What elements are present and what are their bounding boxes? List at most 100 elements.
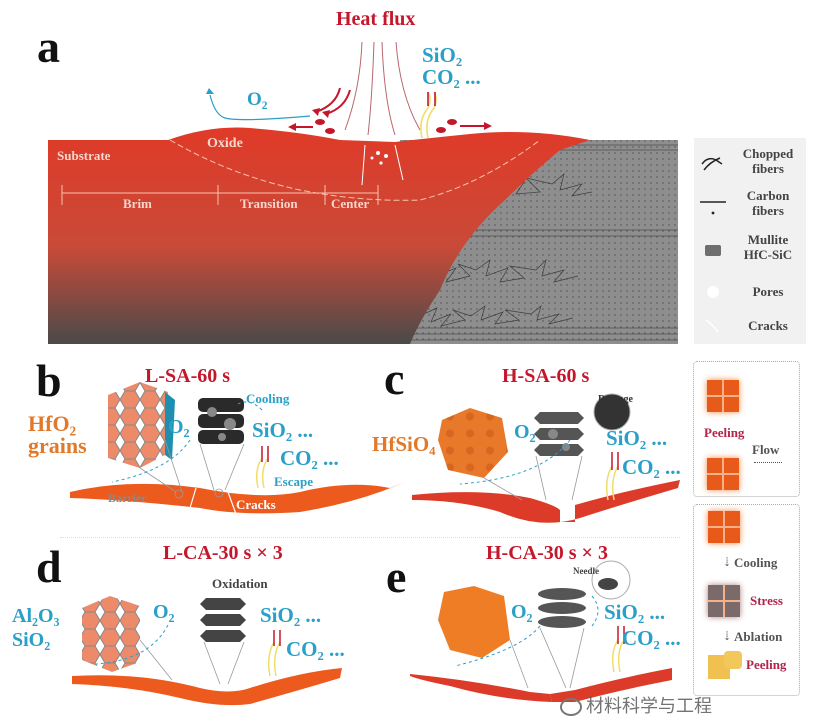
flow-arrow-icon <box>754 462 782 463</box>
damage-inset <box>593 393 631 431</box>
legend-item-cracks: Cracks <box>694 306 806 346</box>
legend-label: Carbon <box>746 188 790 203</box>
down-arrow-icon: ⇣ <box>722 629 733 643</box>
peeling-label-bottom: Peeling <box>746 657 787 672</box>
substrate-label: Substrate <box>57 148 111 163</box>
hot-tile-icon <box>708 511 740 543</box>
peeled-fragment-icon <box>724 651 742 669</box>
oxidation-label: Oxidation <box>212 576 268 591</box>
panel-letter-d: d <box>36 541 62 592</box>
o2-label-e: O₂ <box>511 601 533 623</box>
down-arrow-icon: ⇣ <box>722 555 733 569</box>
ablation-label: Ablation <box>734 629 783 644</box>
peeling-label-top: Peeling <box>704 425 745 440</box>
hfo2-grain-cluster <box>108 382 168 468</box>
o2-label-d: O₂ <box>153 601 175 623</box>
zone-center-label: Center <box>331 196 370 211</box>
sio2-label-e: SiO₂ ... <box>604 600 666 624</box>
panel-c-drawing <box>412 393 680 523</box>
sio2-grain-label: SiO₂ <box>12 629 51 651</box>
panel-letter-b: b <box>36 355 62 406</box>
panel-b-title: L-SA-60 s <box>145 365 231 387</box>
needle-label: Needle <box>573 566 599 576</box>
co2-label-d: CO₂ ... <box>286 637 345 661</box>
oxide-boundary <box>169 139 541 201</box>
panel-e-title: H-CA-30 s × 3 <box>486 542 608 564</box>
stressed-tile-icon <box>708 585 740 617</box>
o2-label-b: O₂ <box>168 416 190 438</box>
mullite-swatch-icon <box>705 245 721 256</box>
gas-escape-arrows <box>420 91 437 139</box>
oxide-layer-c <box>412 480 680 523</box>
pore-icon <box>707 286 719 298</box>
al2o3-grain-cluster <box>82 596 140 672</box>
al2o3-sio2-label: Al₂O₃ SiO₂ <box>12 604 60 652</box>
hfo2-label: HfO₂ <box>28 411 77 436</box>
zone-dimension-line <box>61 185 379 205</box>
oxide-label: Oxide <box>207 136 243 151</box>
grains-label: grains <box>28 433 87 458</box>
stress-label: Stress <box>750 593 783 608</box>
legend-label: fibers <box>752 203 784 218</box>
co2-label-c: CO₂ ... <box>622 455 681 479</box>
panel-letter-c: c <box>384 353 405 404</box>
center-cracks <box>361 144 404 186</box>
panel-b-drawing <box>70 382 405 515</box>
gas-products-label: SiO₂ CO₂ ... <box>422 44 481 88</box>
crack-icon <box>705 319 719 333</box>
watermark-text: 材料科学与工程 <box>586 696 712 717</box>
peeling-tile-icon <box>707 458 739 490</box>
panel-e-drawing <box>410 560 672 702</box>
zone-transition-label: Transition <box>240 196 298 211</box>
center-pores <box>370 151 388 165</box>
oxide-layer-b <box>70 482 405 514</box>
mullite-layer-stack-c <box>534 412 584 456</box>
divider <box>60 537 680 538</box>
watermark: 材料科学与工程 <box>560 697 712 717</box>
sio2-label: SiO₂ <box>422 43 463 67</box>
co2-label-e: CO₂ ... <box>622 626 681 650</box>
barrier-label-b: Barrier <box>108 491 147 505</box>
intact-tile-icon <box>707 380 739 412</box>
chopped-fiber-icon <box>701 157 723 171</box>
o2-label-c: O₂ <box>514 421 536 443</box>
hfsio4-label: HfSiO₄ <box>372 432 436 456</box>
wechat-icon <box>560 698 582 716</box>
damage-label: Damage <box>598 394 633 405</box>
carbon-fiber-icon <box>700 201 726 215</box>
cooling-label-b: Cooling <box>246 391 290 406</box>
legend-label: Pores <box>752 284 784 299</box>
panel-d-title: L-CA-30 s × 3 <box>163 542 283 564</box>
heat-flux-lines <box>344 41 421 136</box>
cooling-label-side: Cooling <box>734 555 778 570</box>
heat-flux-label: Heat flux <box>336 8 416 30</box>
cracks-label-b: Cracks <box>236 497 276 512</box>
hfsio4-grain-cluster <box>438 408 508 478</box>
sio2-label-b: SiO₂ ... <box>252 418 314 442</box>
legend-label: fibers <box>752 161 784 176</box>
mullite-layer-stack-b <box>198 398 244 444</box>
grain-cluster-e <box>438 586 510 658</box>
sio2-label-c: SiO₂ ... <box>606 426 668 450</box>
escape-label-b: Escape <box>274 474 313 489</box>
panel-letter-e: e <box>386 551 407 602</box>
substrate-region <box>48 127 590 344</box>
panel-letter-a: a <box>37 21 60 72</box>
oxide-layer-d <box>72 668 342 706</box>
o2-flow-arrow <box>209 94 311 121</box>
mullite-layer-stack-d <box>200 598 246 642</box>
legend-label: Chopped <box>742 146 794 161</box>
mullite-layer-stack-e <box>538 588 586 628</box>
pores-label-b: Proes <box>190 509 219 523</box>
co2-label-b: CO₂ ... <box>280 446 339 470</box>
oxide-layer-e <box>410 674 552 702</box>
legend-label: Cracks <box>748 318 788 333</box>
peeling-flow-box: Peeling Flow <box>693 361 800 497</box>
flow-label: Flow <box>752 442 780 457</box>
panel-d-drawing <box>72 596 342 706</box>
hfo2-grains-label: HfO₂ grains <box>28 413 87 457</box>
